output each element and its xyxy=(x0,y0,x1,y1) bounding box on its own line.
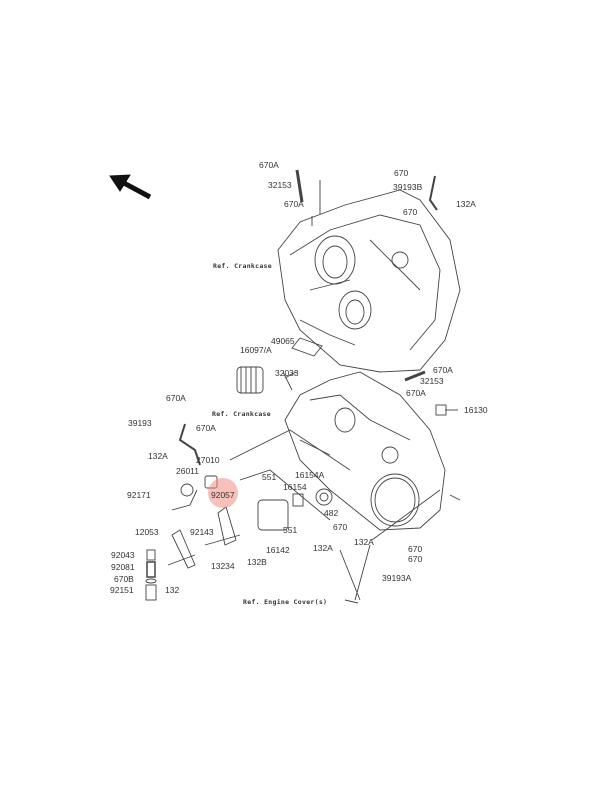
part-label[interactable]: 32153 xyxy=(420,376,444,386)
part-label[interactable]: 27010 xyxy=(196,455,220,465)
part-label[interactable]: 132A xyxy=(148,451,168,461)
part-label[interactable]: 16130 xyxy=(464,405,488,415)
part-label[interactable]: 92171 xyxy=(127,490,151,500)
part-label[interactable]: 92143 xyxy=(190,527,214,537)
parts-drawing xyxy=(145,169,461,604)
part-label[interactable]: 670 xyxy=(403,207,418,217)
part-label[interactable]: 32033 xyxy=(275,368,299,378)
part-label[interactable]: 49065 xyxy=(271,336,295,346)
part-label[interactable]: 39193B xyxy=(393,182,423,192)
ref-crankcase-label[interactable]: Ref. Crankcase xyxy=(213,262,272,270)
part-label[interactable]: 482 xyxy=(324,508,339,518)
part-label[interactable]: 670 xyxy=(333,522,348,532)
part-label[interactable]: 670A xyxy=(196,423,216,433)
part-label[interactable]: 551 xyxy=(283,525,298,535)
part-label[interactable]: 39193A xyxy=(382,573,412,583)
part-label[interactable]: 670A xyxy=(259,160,279,170)
part-label[interactable]: 670B xyxy=(114,574,134,584)
part-label[interactable]: 92151 xyxy=(110,585,134,595)
part-label[interactable]: 26011 xyxy=(176,466,200,476)
part-label[interactable]: 16142 xyxy=(266,545,290,555)
part-label[interactable]: 92081 xyxy=(111,562,135,572)
part-label[interactable]: 13234 xyxy=(211,561,235,571)
part-label[interactable]: 132B xyxy=(247,557,267,567)
part-label[interactable]: 670A xyxy=(433,365,453,375)
part-label[interactable]: 670A xyxy=(166,393,186,403)
highlight-circle xyxy=(208,478,238,508)
part-label[interactable]: 16097/A xyxy=(240,345,272,355)
part-label[interactable]: 12053 xyxy=(135,527,159,537)
part-label[interactable]: 670 xyxy=(408,544,423,554)
part-label[interactable]: 670 xyxy=(394,168,409,178)
part-label[interactable]: 132 xyxy=(165,585,180,595)
upper-crankcase-drawing xyxy=(277,180,461,373)
arrow-up-left-icon xyxy=(109,174,152,200)
part-label[interactable]: 551 xyxy=(262,472,277,482)
part-label[interactable]: 92043 xyxy=(111,550,135,560)
part-label[interactable]: 16154 xyxy=(283,482,307,492)
lower-crankcase-drawing xyxy=(284,371,446,531)
part-label[interactable]: 39193 xyxy=(128,418,152,428)
part-label[interactable]: 32153 xyxy=(268,180,292,190)
part-label[interactable]: 670A xyxy=(284,199,304,209)
part-label[interactable]: 132A xyxy=(354,537,374,547)
part-label[interactable]: 670A xyxy=(406,388,426,398)
part-label[interactable]: 132A xyxy=(456,199,476,209)
highlighted-part-label[interactable]: 92057 xyxy=(211,490,235,500)
ref-crankcase-label[interactable]: Ref. Crankcase xyxy=(212,410,271,418)
part-label[interactable]: 16154A xyxy=(295,470,325,480)
ref-engine-cover-label[interactable]: Ref. Engine Cover(s) xyxy=(243,598,328,606)
part-label[interactable]: 132A xyxy=(313,543,333,553)
part-label[interactable]: 670 xyxy=(408,554,423,564)
